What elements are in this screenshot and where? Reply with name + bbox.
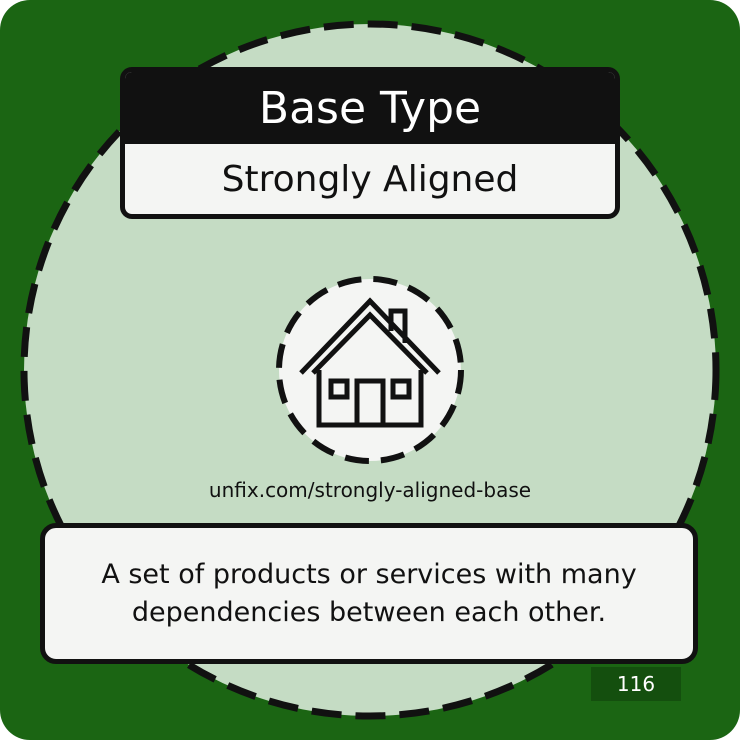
- header-title: Base Type: [125, 72, 615, 144]
- page-number: 116: [591, 667, 681, 701]
- header-panel: Base Type Strongly Aligned: [120, 67, 620, 219]
- description-text: A set of products or services with many …: [101, 558, 637, 628]
- icon-circle: [273, 273, 467, 467]
- description-panel: A set of products or services with many …: [40, 523, 698, 664]
- house-icon: [299, 297, 441, 428]
- card-url: unfix.com/strongly-aligned-base: [208, 478, 532, 502]
- header-subtitle: Strongly Aligned: [221, 158, 519, 200]
